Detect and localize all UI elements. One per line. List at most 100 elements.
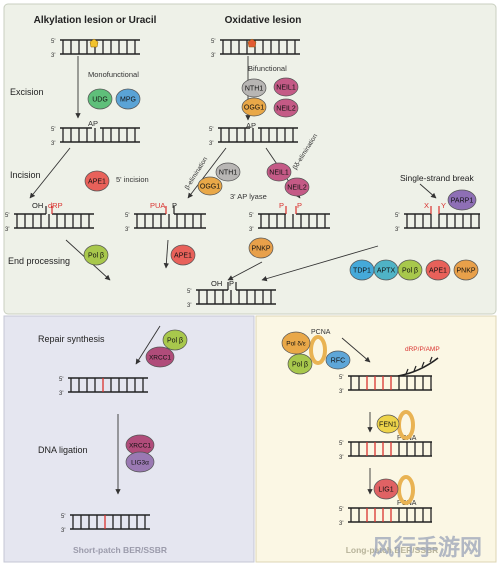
step-repair-synthesis: Repair synthesis [38,334,105,344]
footer-short-patch: Short-patch BER/SSBR [73,545,167,555]
step-incision: Incision [10,170,41,180]
five-prime-label: 5' [5,213,9,219]
ogg1-label: OGG1 [200,184,220,191]
label-drp: dRP [48,201,63,210]
five-prime-label: 5' [61,514,65,520]
udg-label: UDG [92,97,108,104]
ape1-label: APE1 [174,253,192,260]
header-right: Oxidative lesion [225,15,302,26]
arrow [135,325,161,365]
polb-enzyme: Pol β [287,353,313,375]
arrow [341,337,371,363]
xrcc1-label: XRCC1 [149,355,171,362]
three-prime-label: 3' [59,391,63,397]
polb-label: Pol β [88,253,104,260]
dna-flap [397,357,439,377]
three-prime-label: 3' [339,521,343,527]
fen1-label: FEN1 [379,422,397,429]
rfc-label: RFC [331,358,345,365]
five-prime-label: 5' [339,441,343,447]
pnkp-enzyme: PNKP [453,259,479,281]
ogg1-enzyme: OGG1 [241,97,267,117]
tdp1-label: TDP1 [353,268,371,275]
three-prime-label: 3' [125,227,129,233]
three-prime-label: 3' [211,53,215,59]
lig1-enzyme: LIG1 [373,478,399,500]
five-prime-label: 5' [125,213,129,219]
label-pua: PUA [150,201,165,210]
polb-label: Pol β [167,338,183,345]
label-monofunctional: Monofunctional [88,70,139,79]
parp1-label: PARP1 [451,198,474,205]
three-prime-label: 3' [249,227,253,233]
three-prime-label: 3' [51,53,55,59]
pnkp-label: PNKP [251,246,270,253]
dna-duplex: 5'3' [339,375,432,395]
ape1-enzyme: APE1 [84,170,110,192]
label-5-incision: 5' incision [116,175,149,184]
step-excision: Excision [10,87,44,97]
label-p-2: P [279,201,284,210]
three-prime-label: 3' [187,303,191,309]
pcna-ring [397,475,415,505]
dna-duplex: 5' 3' [59,377,148,397]
label-single-strand-break: Single-strand break [400,173,474,183]
three-prime-label: 3' [5,227,9,233]
five-prime-label: 5' [249,213,253,219]
ape1-label: APE1 [429,268,447,275]
five-prime-label: 5' [211,39,215,45]
three-prime-label: 3' [339,455,343,461]
label-oh-2: OH [211,279,222,288]
pol_de-enzyme: Pol δ/ε [281,331,311,355]
label-ap-right: AP [246,121,256,130]
label-x: X [424,201,429,210]
label-p-4: P [229,279,234,288]
xrcc1-enzyme: XRCC1 [145,346,175,368]
polb-label: Pol β [402,268,418,275]
lig3a-enzyme: LIG3α [125,451,155,473]
pol_de-label: Pol δ/ε [286,341,306,348]
five-prime-label: 5' [395,213,399,219]
polb-enzyme: Pol β [397,259,423,281]
arrow [419,183,437,199]
neil2-enzyme: NEIL2 [273,98,299,118]
lig1-label: LIG1 [378,487,393,494]
label-p-1: P [172,201,177,210]
nth1-label: NTH1 [219,170,237,177]
five-prime-label: 5' [209,127,213,133]
ape1-enzyme: APE1 [170,244,196,266]
arrow [187,147,227,199]
neil1-enzyme: NEIL1 [266,162,292,182]
three-prime-label: 3' [395,227,399,233]
dna-strands: 5' 3' 5' 3' 5' 3' 5' 3' 5' 3' 5' 3' 5' 3' 5' 3' 5' 3' 5' 3'… [5,38,480,534]
five-prime-label: 5' [59,377,63,383]
ape1-label: APE1 [88,179,106,186]
neil2-enzyme: NEIL2 [284,177,310,197]
arrow [29,147,71,199]
five-prime-label: 5' [339,375,343,381]
ogg1-label: OGG1 [244,105,264,112]
dna-duplex: 5' 3' [209,127,298,147]
arrow [227,261,263,281]
aptx-label: APTX [377,268,396,275]
label-ap-left: AP [88,119,98,128]
pcna-ring [309,335,327,365]
parp1-enzyme: PARP1 [447,189,477,211]
header-left: Alkylation lesion or Uracil [34,15,157,26]
three-prime-label: 3' [209,141,213,147]
pnkp-label: PNKP [456,268,475,275]
three-prime-label: 3' [61,528,65,534]
udg-enzyme: UDG [87,88,113,110]
three-prime-label: 3' [51,141,55,147]
five-prime-label: 5' [51,39,55,45]
nth1-label: NTH1 [245,86,263,93]
dna-duplex: 5'3' [187,289,276,309]
neil2-label: NEIL2 [276,106,296,113]
five-prime-label: 5' [51,127,55,133]
dna-duplex: 5' 3' [51,127,140,147]
mpg-label: MPG [120,97,136,104]
neil2-label: NEIL2 [287,185,307,192]
arrow [261,245,379,282]
